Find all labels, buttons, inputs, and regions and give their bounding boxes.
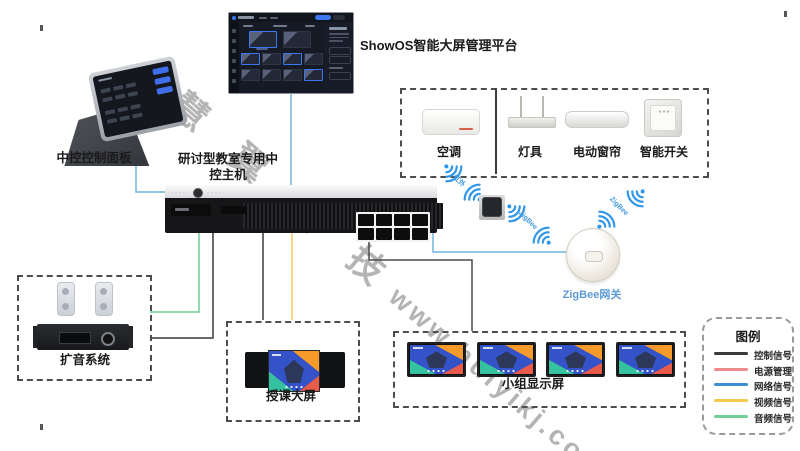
showos-right-panel — [325, 22, 353, 93]
host-power-button — [193, 188, 203, 198]
legend-swatch-control — [714, 352, 748, 355]
legend-title: 图例 — [735, 330, 761, 344]
wifi-arc-icon — [597, 210, 616, 229]
air-conditioner-icon — [422, 109, 480, 135]
group-screen — [546, 342, 605, 377]
legend-swatch-audio — [714, 415, 748, 418]
teaching-screen-box — [226, 321, 360, 422]
legend-swatch-video — [714, 399, 748, 402]
teaching-screen — [268, 350, 320, 392]
showos-sidebar — [229, 22, 239, 93]
lamp-rod — [542, 96, 544, 118]
zigbee-gateway — [566, 228, 620, 282]
speaker-icon — [57, 282, 75, 316]
wifi-arc-icon — [626, 189, 645, 208]
legend: 图例 控制信号 电源管理 网络信号 视频信号 音频信号 — [702, 317, 794, 435]
line-host-groupscreens — [368, 233, 473, 331]
amp-label: 扩音系统 — [59, 353, 110, 367]
group-label: 小组显示屏 — [501, 377, 565, 391]
host-network-ports — [356, 212, 430, 242]
wifi-arc-icon — [444, 164, 463, 183]
gateway-label: ZigBee网关 — [562, 289, 622, 301]
ac-label: 空调 — [436, 145, 461, 159]
line-host-amp-audio — [150, 233, 200, 313]
host-top-panel — [165, 185, 437, 199]
wifi-arc-icon — [507, 204, 526, 223]
smart-devices-box: 空调 灯具 电动窗帘 智能开关 — [400, 88, 709, 178]
switch-label: 智能开关 — [639, 145, 688, 159]
curtain-label: 电动窗帘 — [572, 145, 621, 159]
showos-primary-button — [315, 15, 331, 20]
ir-transmitter-device — [479, 195, 505, 220]
host-label: 研讨型教室专用中 控主机 — [177, 152, 278, 182]
smart-switch-icon — [644, 99, 682, 137]
host-drive-slot — [221, 206, 247, 214]
host-display-slot — [171, 204, 211, 216]
lamp-icon — [508, 117, 556, 128]
wifi-arc-icon — [532, 226, 551, 245]
legend-swatch-network — [714, 383, 748, 386]
devices-box-divider — [495, 88, 497, 174]
legend-item: 音频信号 — [714, 411, 792, 425]
light-label: 灯具 — [517, 145, 542, 159]
legend-item: 网络信号 — [714, 379, 792, 393]
corner-mark — [40, 424, 43, 430]
corner-mark — [784, 11, 787, 17]
legend-swatch-power — [714, 368, 748, 371]
legend-item: 控制信号 — [714, 348, 792, 362]
amplifier-system-box: 扩音系统 — [17, 275, 152, 381]
group-screens-box — [393, 331, 686, 408]
group-screen — [477, 342, 536, 377]
teach-label: 授课大屏 — [265, 389, 316, 403]
panel-screen-ui — [92, 60, 184, 138]
speaker-icon — [95, 282, 113, 316]
panel-label: 中控控制面板 — [56, 151, 132, 165]
showos-label: ShowOS智能大屏管理平台 — [360, 38, 518, 53]
showos-titlebar — [229, 13, 353, 22]
showos-logo-icon — [232, 15, 236, 20]
host-body — [165, 198, 443, 242]
line-host-amp-control — [150, 233, 214, 339]
amplifier-icon — [33, 324, 133, 350]
control-host: ···· ···· — [165, 185, 443, 242]
legend-item: 电源管理 — [714, 364, 792, 378]
legend-item: 视频信号 — [714, 395, 792, 409]
lamp-rod — [520, 96, 522, 118]
line-host-gateway — [432, 228, 566, 253]
corner-mark — [40, 25, 43, 31]
showos-window — [228, 12, 354, 94]
group-screen — [616, 342, 675, 377]
group-screen — [407, 342, 466, 377]
curtain-motor-icon — [565, 111, 629, 128]
